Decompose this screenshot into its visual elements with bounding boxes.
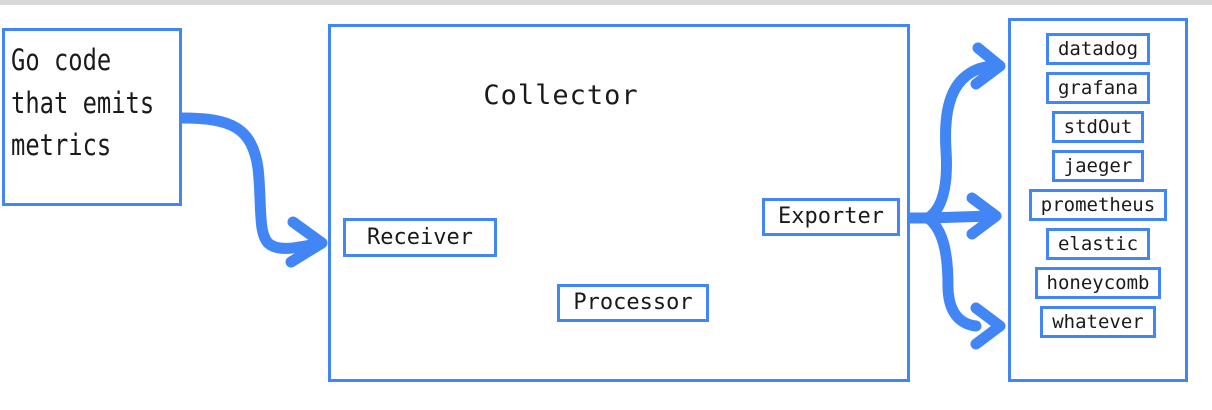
backend-item[interactable]: jaeger <box>1051 150 1145 182</box>
backend-item-label: datadog <box>1057 38 1139 60</box>
backend-item-label: whatever <box>1052 311 1144 333</box>
source-node-label: Go code that emits metrics <box>11 43 155 163</box>
backend-item[interactable]: honeycomb <box>1034 267 1162 299</box>
backend-item-label: grafana <box>1057 77 1139 99</box>
processor-node-label: Processor <box>573 290 693 315</box>
arrow-exporter-to-backends-top-head <box>970 42 1006 90</box>
receiver-node-label: Receiver <box>367 224 473 250</box>
backend-item-label: honeycomb <box>1046 272 1150 294</box>
backend-item-label: prometheus <box>1040 194 1156 216</box>
arrow-exporter-to-backends-middle <box>922 210 998 224</box>
receiver-node[interactable]: Receiver <box>343 218 497 257</box>
backend-item[interactable]: prometheus <box>1028 189 1168 221</box>
arrow-exporter-to-backends-bottom <box>922 212 982 332</box>
arrow-exporter-to-backends-top <box>922 60 1002 224</box>
arrow-source-to-receiver <box>176 112 322 254</box>
exporter-node-label: Exporter <box>778 204 884 229</box>
backend-item-label: stdOut <box>1063 116 1133 138</box>
backend-item[interactable]: whatever <box>1040 306 1156 338</box>
collector-title: Collector <box>483 80 639 111</box>
backends-container[interactable]: datadog grafana stdOut jaeger prometheus… <box>1008 18 1188 382</box>
arrow-exporter-to-backends-middle-head <box>966 192 1002 240</box>
exporter-node[interactable]: Exporter <box>762 198 900 236</box>
backend-item[interactable]: stdOut <box>1051 111 1145 143</box>
processor-node[interactable]: Processor <box>557 284 709 322</box>
source-node-go-code[interactable]: Go code that emits metrics <box>2 28 182 206</box>
top-edge-strip <box>0 0 1212 5</box>
backend-item[interactable]: elastic <box>1045 228 1151 260</box>
arrow-exporter-to-backends-bottom-head <box>970 302 1006 350</box>
arrow-source-to-receiver-head <box>285 216 328 268</box>
backend-item-label: jaeger <box>1063 155 1133 177</box>
backend-item[interactable]: datadog <box>1045 33 1151 65</box>
backend-item[interactable]: grafana <box>1045 72 1151 104</box>
backend-item-label: elastic <box>1057 233 1139 255</box>
